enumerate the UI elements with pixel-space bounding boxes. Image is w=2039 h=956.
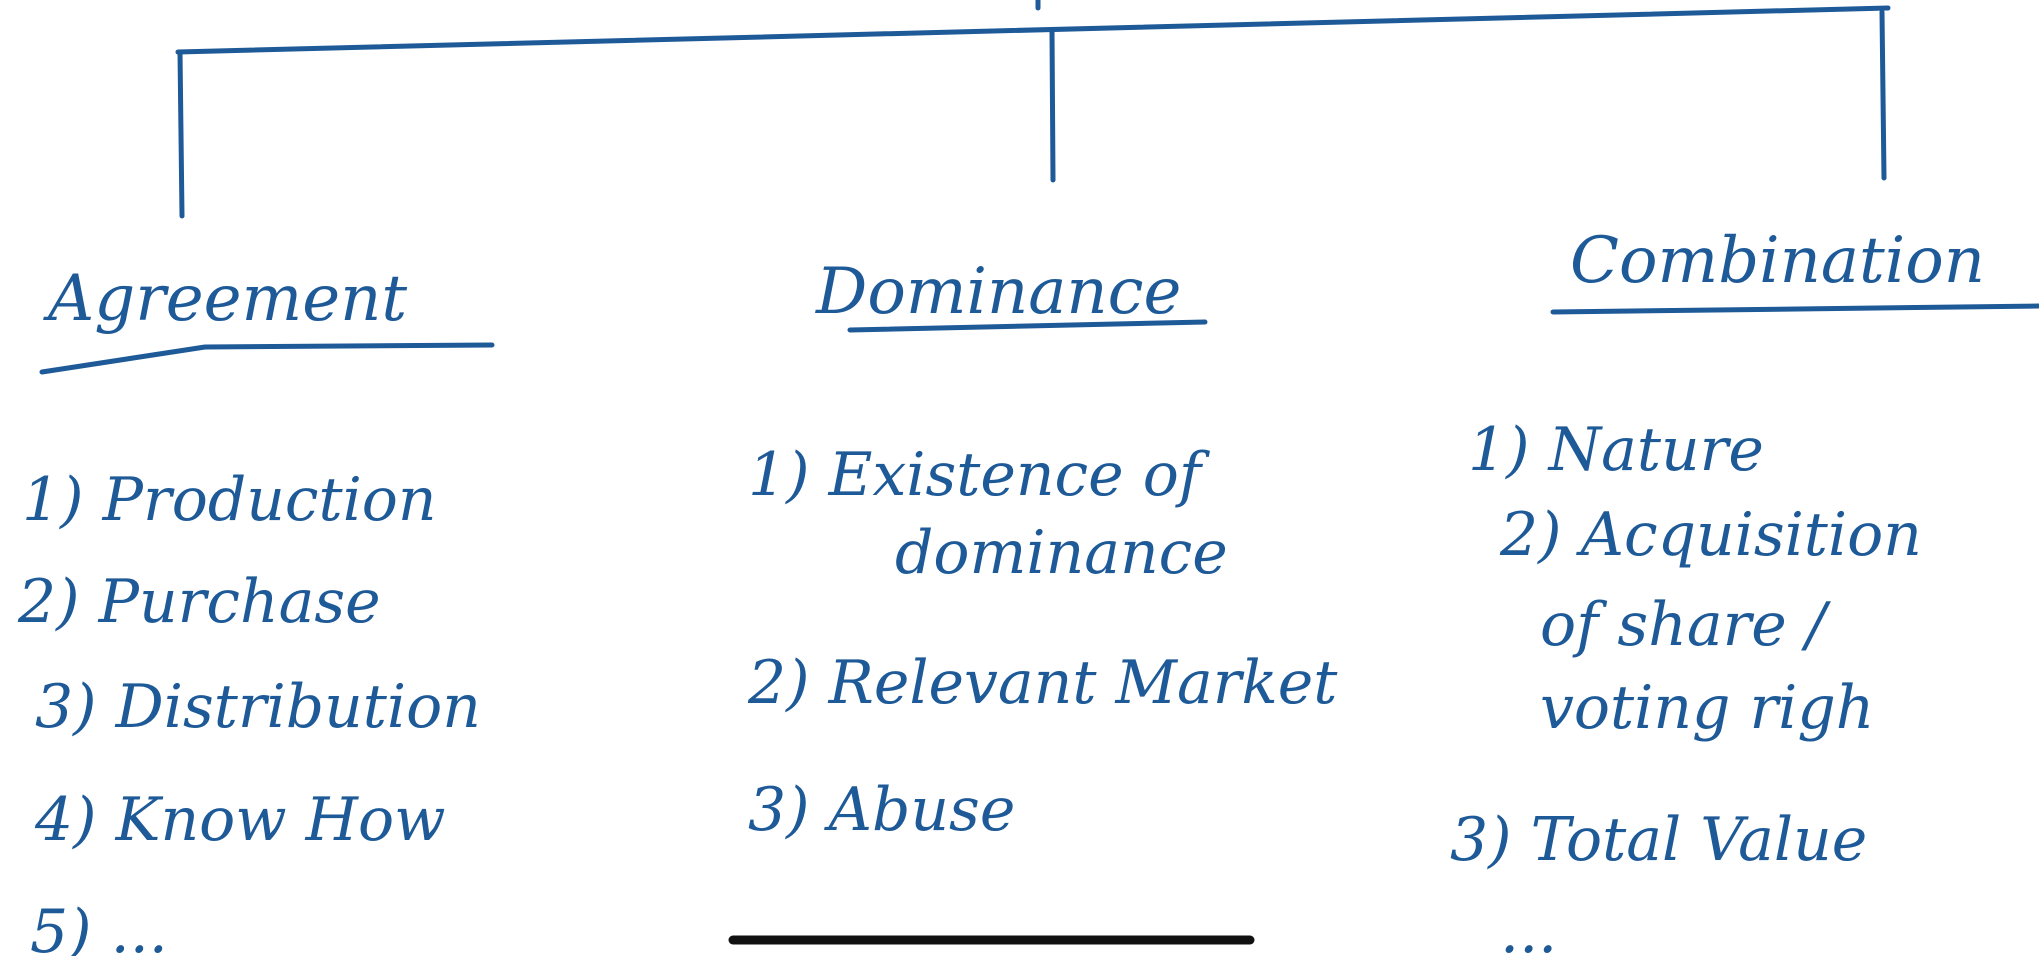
connector-branch-agreement [177,49,185,219]
connector-branch-combination [1879,9,1887,181]
dominance-item-1b: dominance [895,518,1228,588]
heading-dominance: Dominance [815,255,1181,329]
combination-item-4: ... [1500,897,1557,956]
heading-combination: Combination [1570,224,1985,298]
dominance-item-3: 3) Abuse [748,775,1015,845]
combination-item-1: 1) Nature [1468,415,1764,485]
agreement-item-5: 5) ... [30,897,168,956]
agreement-item-4: 4) Know How [34,785,445,855]
heading-agreement: Agreement [43,262,407,336]
agreement-item-2: 2) Purchase [17,567,381,637]
connector-branch-dominance [1049,27,1056,183]
connector-horizontal-bar [175,5,1891,55]
combination-item-2c: voting righ [1540,673,1874,743]
column-combination: Combination 1) Nature 2) Acquisition of … [1450,224,2039,956]
heading-underline-agreement [39,342,495,375]
heading-underline-combination [1550,303,2039,315]
heading-underline-dominance [847,319,1208,333]
column-agreement: Agreement 1) Production 2) Purchase 3) D… [17,262,495,956]
column-dominance: Dominance 1) Existence of dominance 2) R… [747,255,1338,845]
agreement-item-1: 1) Production [22,465,437,535]
dominance-item-2: 2) Relevant Market [747,648,1338,718]
combination-item-2: 2) Acquisition [1499,500,1922,570]
combination-item-3: 3) Total Value [1450,805,1867,875]
tree-connector [175,0,1891,219]
dominance-item-1: 1) Existence of [748,440,1211,510]
agreement-item-3: 3) Distribution [35,672,481,742]
combination-item-2b: of share / [1540,590,1832,660]
